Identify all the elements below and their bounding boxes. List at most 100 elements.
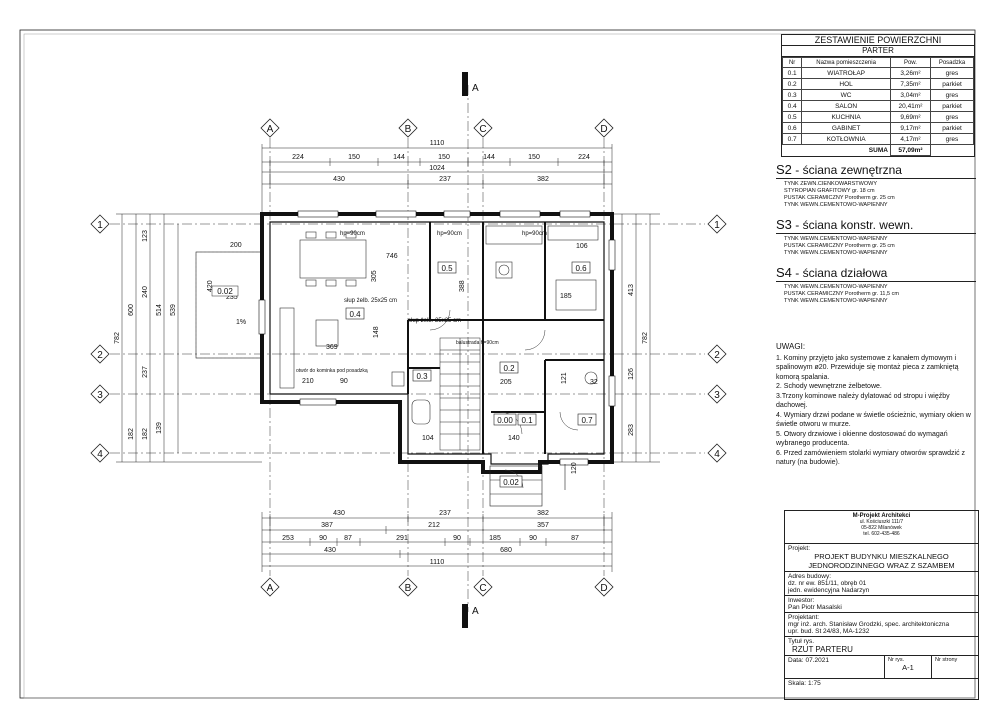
terrace-slope: 1% [236,319,246,326]
dim-369: 369 [326,344,338,351]
dim-746: 746 [386,253,398,260]
column-label-2: słup żelb. 25x25 cm [408,318,461,324]
annotations: hp=90cm hp=90cm hp=90cm słup żelb. 25x25… [296,231,598,474]
room-tag-salon: 0.4 [349,310,361,319]
project-value: PROJEKT BUDYNKU MIESZKALNEGO JEDNORODZIN… [808,552,955,570]
room-tag-wiatrolap: 0.1 [521,416,533,425]
note-item: 4. Wymiary drzwi podane w świetle oścież… [776,411,971,429]
wall-name: - ściana zewnętrzna [791,163,902,177]
svg-text:150: 150 [348,154,360,161]
project-block: Projekt: PROJEKT BUDYNKU MIESZKALNEGO JE… [785,544,978,572]
wall-name: - ściana działowa [791,266,888,280]
address-line-1: dz. nr ew. 851/11, obręb 01 [788,580,867,587]
address-label: Adres budowy: [788,573,831,580]
wall-type-s2: S2 - ściana zewnętrzna TYNK ZEWN.CIENKOW… [776,162,976,209]
area-sum-value: 57,09m² [889,144,931,156]
dimension-lines-left [116,213,262,463]
wall-layer: TYNK WEWN.CEMENTOWO-WAPIENNY [784,284,888,290]
room-tag-wc: 0.3 [416,372,428,381]
section-marker-top: A [462,72,479,96]
note-item: 1. Kominy przyjęto jako systemowe z kana… [776,354,959,381]
room-tag-kuchnia: 0.5 [441,264,453,273]
designer-line-2: upr. bud. St 24/83, MA-1232 [788,628,870,635]
note-item: 6. Przed zamówieniem stolarki wymiary ot… [776,449,966,467]
svg-text:224: 224 [292,154,304,161]
entrance-steps [489,464,566,507]
office-logo-block: M-Projekt Architekci ul. Kościuszki 111/… [785,511,978,544]
drawing-title: RZUT PARTERU [792,645,853,654]
date-value: 07.2021 [805,657,830,664]
dim-bottom-680: 680 [500,547,512,554]
dimension-lines-bottom [261,512,613,572]
terrace-dim-420: 420 [207,280,214,292]
wall-layer: TYNK WEWN.CEMENTOWO-WAPIENNY [784,250,888,256]
drawing-title-block: Tytuł rys. RZUT PARTERU [785,637,978,656]
inner-frame [23,33,976,699]
dim-top-mid: 1024 [429,165,445,172]
grid-label-d-top: D [600,124,607,135]
wall-layer: PUSTAK CERAMICZNY Porotherm gr. 25 cm [784,243,895,249]
dim-bottom-chain1: 387 212 357 [321,522,549,529]
wall-layer: PUSTAK CERAMICZNY Porotherm gr. 25 cm [784,195,895,201]
area-schedule-table: ZESTAWIENIE POWIERZCHNI PARTER Nr Nazwa … [781,34,975,157]
hp-label-3: hp=90cm [522,231,547,237]
scale-row: Skala: 1:75 [785,679,978,688]
designer-line-1: mgr inż. arch. Stanisław Grodzki, spec. … [788,621,950,628]
grid-label-a-top: A [267,124,274,135]
scale-value: 1:75 [808,680,821,687]
dim-305: 305 [371,270,378,282]
dim-148: 148 [373,326,380,338]
svg-text:237: 237 [439,176,451,183]
notes-block: UWAGI: 1. Kominy przyjęto jako systemowe… [776,342,976,468]
svg-text:224: 224 [578,154,590,161]
office-name: M-Projekt Architekci [852,513,911,519]
dim-left-600: 600 [128,304,135,316]
dim-left-514: 514 [156,304,163,316]
staircase [439,337,481,451]
area-col-area: Pow. [889,57,931,68]
room-tag-gabinet: 0.6 [575,264,587,273]
dim-left-123: 123 [142,230,149,242]
wall-name: - ściana konstr. wewn. [791,218,914,232]
svg-text:A: A [472,606,479,617]
room-tag-terrace: 0.02 [217,287,233,296]
grid-label-1-right: 1 [714,220,720,231]
svg-text:430: 430 [333,176,345,183]
dim-bottom-overall: 1110 [430,559,445,566]
grid-label-2-right: 2 [714,350,720,361]
area-table-title: ZESTAWIENIE POWIERZCHNI [782,35,974,46]
hp-label-1: hp=90cm [340,231,365,237]
wall-code: S2 [776,162,792,177]
dim-388: 388 [459,280,466,292]
svg-text:253: 253 [282,535,294,542]
svg-text:150: 150 [528,154,540,161]
wall-layer: TYNK WEWN.CEMENTOWO-WAPIENNY [784,236,888,242]
railing-label: balustrada h=90cm [456,340,499,346]
door-swings [429,309,579,489]
svg-text:87: 87 [571,535,579,542]
dim-104: 104 [422,435,434,442]
area-sum-row: SUMA 57,09m² [783,144,974,156]
svg-text:387: 387 [321,522,333,529]
grid-label-4-right: 4 [714,449,720,460]
office-phone: tel. 602-435-486 [863,531,900,537]
office-address-1: ul. Kościuszki 111/7 [859,519,904,525]
project-label: Projekt: [788,545,811,552]
dim-right-413: 413 [628,284,635,296]
column-label-1: słup żelb. 25x25 cm [344,298,397,304]
svg-text:185: 185 [489,535,501,542]
dim-106: 106 [576,243,588,250]
note-item: 2. Schody wewnętrzne żelbetowe. [776,383,882,390]
room-tag-entrance: 0.02 [503,478,519,487]
svg-text:291: 291 [396,535,408,542]
dim-32: 32 [590,379,598,386]
date-row: Data: 07.2021 Nr rys. A-1 Nr strony [785,656,978,679]
dim-140: 140 [508,435,520,442]
address-line-2: jedn. ewidencyjna Nadarzyn [788,587,870,594]
wall-type-s4: S4 - ściana działowa TYNK WEWN.CEMENTOWO… [776,265,976,305]
room-tag-hol: 0.2 [503,364,515,373]
dim-left-539: 539 [170,304,177,316]
